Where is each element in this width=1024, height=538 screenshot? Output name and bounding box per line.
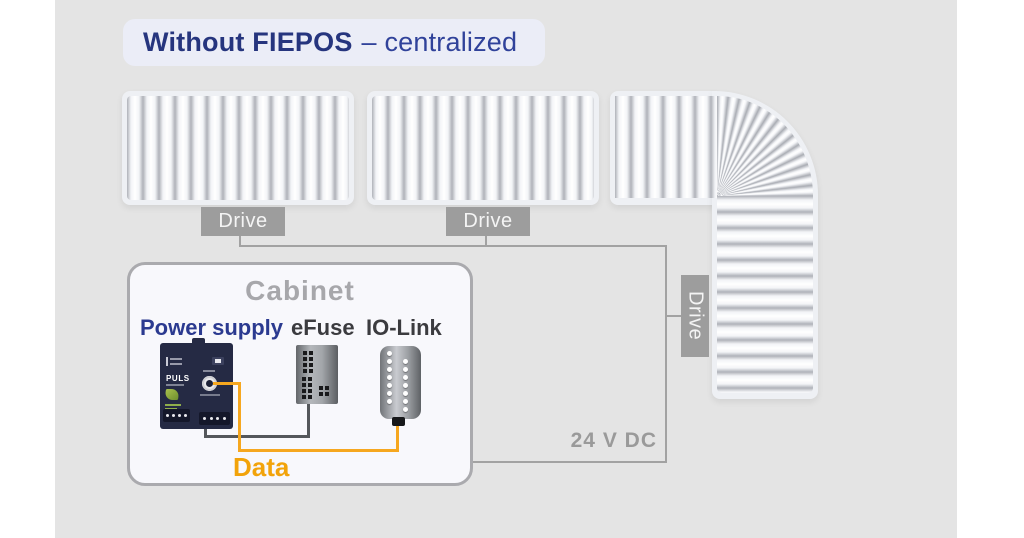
psu-efuse-wire-seg1 (204, 423, 207, 438)
drive-label-2: Drive (446, 207, 530, 236)
efuse-port-block-top (303, 351, 313, 373)
drive3-stub-line (667, 315, 681, 317)
bus-line-vertical (665, 245, 667, 463)
bus-line-bottom (329, 461, 667, 463)
power-supply-label: Power supply (140, 315, 284, 340)
efuse-device (296, 345, 338, 404)
psu-marking (203, 370, 215, 372)
efuse-label: eFuse (291, 315, 355, 340)
psu-marking (200, 394, 220, 396)
title-main: Without FIEPOS (143, 27, 353, 57)
conveyor-belt-3-vertical-rollers (717, 196, 813, 393)
psu-leaf-icon (163, 389, 181, 400)
psu-marking (166, 357, 168, 366)
title-banner: Without FIEPOS – centralized (123, 19, 545, 66)
title-subtitle: – centralized (361, 27, 518, 57)
drive-label-2-text: Drive (463, 210, 513, 232)
efuse-port-block-bottom (319, 386, 329, 396)
drive-label-3-text: Drive (684, 291, 707, 341)
psu-marking (165, 404, 181, 406)
drive-label-3: Drive (681, 275, 709, 357)
data-wire-seg4 (396, 424, 399, 452)
psu-efuse-wire-seg3 (307, 403, 310, 438)
iolink-connector (392, 417, 405, 426)
iolink-device (380, 346, 421, 419)
cabinet-title: Cabinet (245, 275, 355, 306)
psu-terminal-left (163, 409, 190, 422)
drive-label-1: Drive (201, 207, 285, 236)
data-wire-seg3 (238, 449, 399, 452)
drive1-stub-line (239, 236, 241, 247)
data-wire-seg2 (238, 382, 241, 452)
power-supply-device: PULS (160, 343, 233, 429)
drive2-stub-line (485, 236, 487, 247)
psu-adjust-knob (202, 376, 217, 391)
psu-marking (170, 358, 182, 360)
psu-terminal-right (199, 412, 230, 425)
conveyor-belt-1-rollers (127, 96, 349, 200)
psu-mount-tab (192, 338, 205, 344)
data-wire-label: Data (233, 452, 290, 482)
psu-brand-logo: PULS (166, 374, 190, 383)
data-wire-seg1 (213, 382, 241, 385)
conveyor-belt-3-horizontal-rollers (615, 96, 717, 198)
psu-efuse-wire-seg2 (204, 435, 310, 438)
psu-marking (170, 363, 182, 365)
conveyor-belt-2-rollers (372, 96, 594, 200)
iolink-label: IO-Link (366, 315, 442, 340)
psu-display (212, 357, 224, 365)
voltage-label: 24 V DC (570, 429, 657, 452)
efuse-port-block-mid (302, 377, 312, 399)
psu-marking (166, 384, 184, 386)
bus-line-top (239, 245, 667, 247)
drive-label-1-text: Drive (218, 210, 268, 232)
